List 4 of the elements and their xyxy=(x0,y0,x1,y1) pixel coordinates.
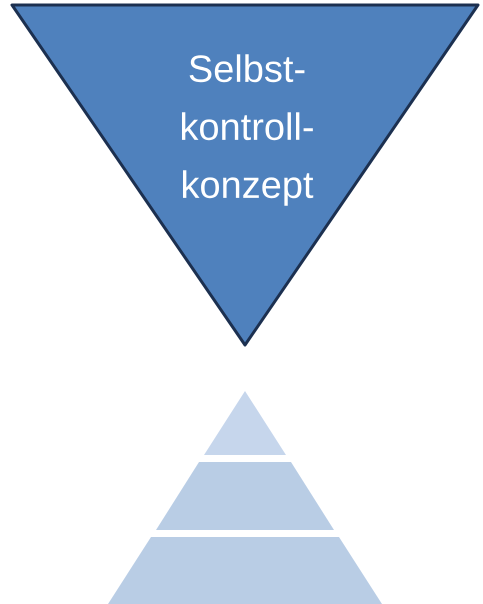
triangle-box: Selbst- kontroll- konzept xyxy=(10,4,480,346)
pyramid-level xyxy=(156,462,334,530)
pyramid-level xyxy=(204,391,286,455)
pyramid-level xyxy=(108,537,382,604)
